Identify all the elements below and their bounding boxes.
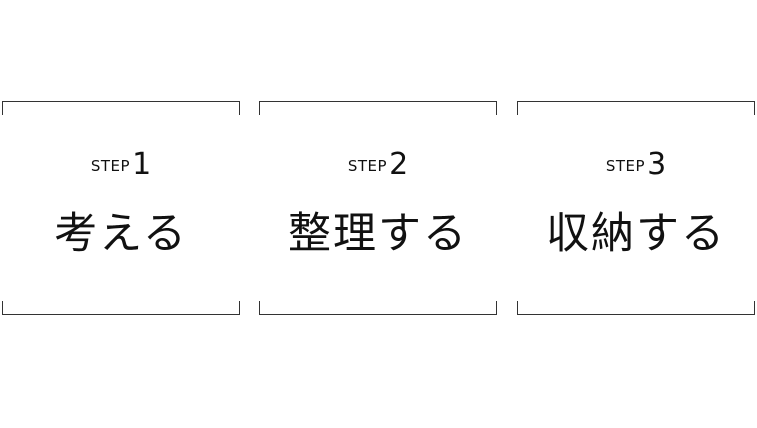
step-card-2: STEP2 整理する (259, 101, 497, 315)
step-word: STEP (605, 157, 646, 175)
step-label: STEP3 (517, 147, 755, 182)
bracket-top (517, 101, 755, 115)
step-title: 収納する (546, 209, 726, 259)
bracket-top (259, 101, 497, 115)
step-label: STEP2 (259, 147, 497, 182)
bracket-bottom (259, 301, 497, 315)
step-number: 3 (647, 147, 667, 182)
step-number: 1 (132, 147, 152, 182)
step-word: STEP (90, 157, 131, 175)
bracket-top (2, 101, 240, 115)
step-title: 考える (54, 209, 188, 259)
bracket-bottom (2, 301, 240, 315)
step-word: STEP (347, 157, 388, 175)
bracket-bottom (517, 301, 755, 315)
step-card-3: STEP3 収納する (517, 101, 755, 315)
step-label: STEP1 (2, 147, 240, 182)
step-title: 整理する (288, 209, 468, 259)
step-card-1: STEP1 考える (2, 101, 240, 315)
step-number: 2 (389, 147, 409, 182)
